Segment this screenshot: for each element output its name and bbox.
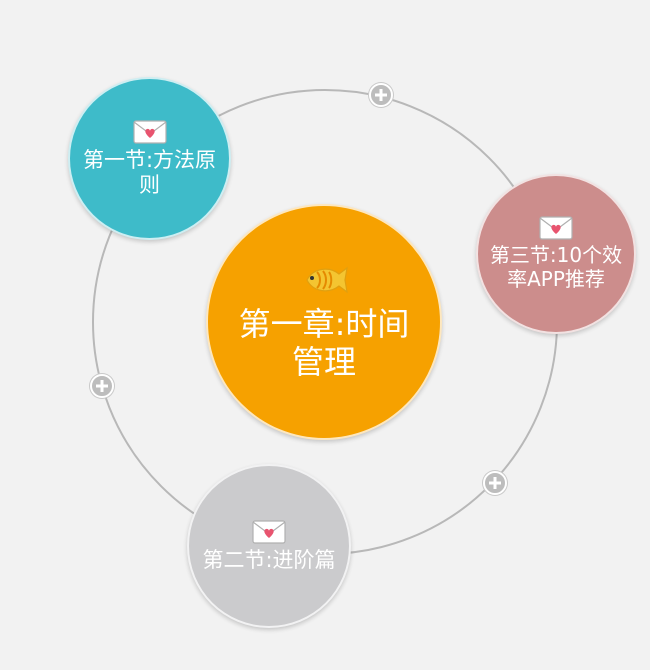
add-node-button-left[interactable] xyxy=(90,374,114,398)
add-node-button-right[interactable] xyxy=(483,471,507,495)
center-node-label: 第一章:时间管理 xyxy=(238,305,410,381)
section-node-3-label: 第三节:10个效率APP推荐 xyxy=(489,243,623,291)
section-node-1[interactable]: 第一节:方法原则 xyxy=(68,77,231,240)
love-letter-icon xyxy=(539,216,573,241)
center-node-chapter[interactable]: 第一章:时间管理 xyxy=(206,204,442,440)
section-node-2-label: 第二节:进阶篇 xyxy=(202,547,336,572)
fish-icon xyxy=(306,266,348,294)
love-letter-icon xyxy=(132,120,167,144)
add-node-button-top[interactable] xyxy=(369,83,393,107)
section-node-3[interactable]: 第三节:10个效率APP推荐 xyxy=(476,174,636,334)
section-node-1-label: 第一节:方法原则 xyxy=(82,147,217,197)
love-letter-icon xyxy=(252,520,286,544)
section-node-2[interactable]: 第二节:进阶篇 xyxy=(187,464,351,628)
